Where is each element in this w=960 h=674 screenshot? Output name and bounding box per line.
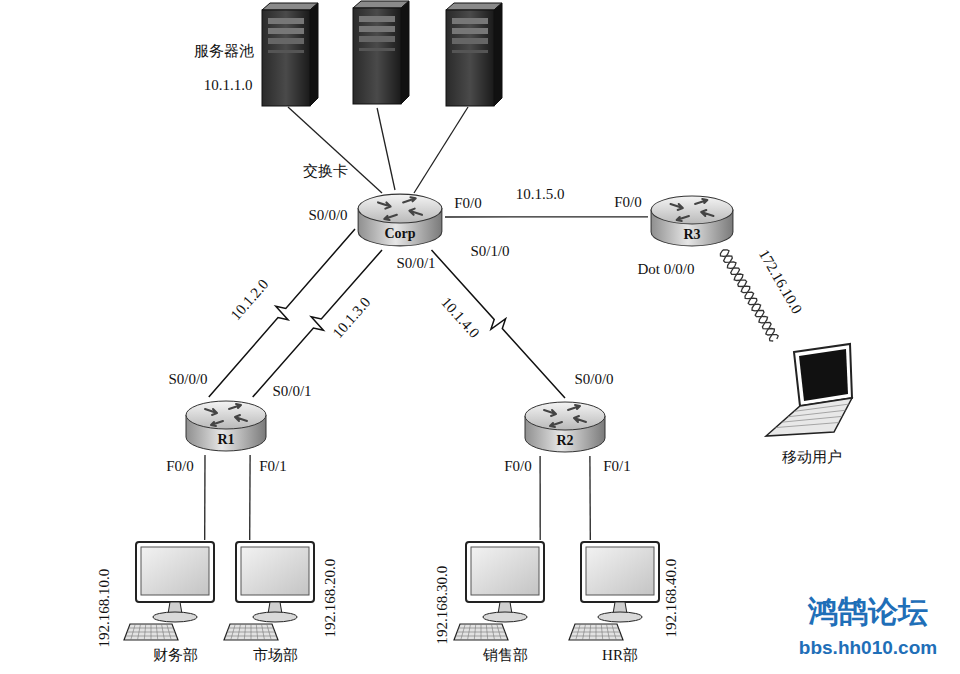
- ethernet-link: [249, 455, 250, 540]
- ethernet-link: [589, 456, 590, 540]
- router-name: R3: [683, 227, 700, 243]
- server-tower: [353, 1, 409, 104]
- subnet-label: 192.168.30.0: [434, 566, 451, 645]
- subnet-label: 192.168.40.0: [663, 559, 680, 638]
- serial-link: [432, 250, 566, 398]
- network-label: 10.1.3.0: [328, 292, 376, 343]
- device-name: 销售部: [483, 647, 528, 664]
- device-name: 财务部: [153, 647, 198, 664]
- ethernet-link: [204, 455, 205, 540]
- pc: 销售部: [450, 540, 560, 668]
- pool-label: 服务器池: [194, 43, 254, 60]
- interface-label: S0/1/0: [470, 243, 509, 260]
- subnet-label: 192.168.20.0: [322, 559, 339, 638]
- server-tower: [262, 3, 318, 106]
- module-label: 交换卡: [303, 163, 348, 180]
- watermark: 鸿鹄论坛: [808, 595, 928, 630]
- laptop: 移动用户: [760, 340, 860, 470]
- server-link: [288, 107, 382, 193]
- interface-label: F0/1: [259, 458, 287, 475]
- pool-label: 10.1.1.0: [204, 77, 253, 94]
- router: R2: [522, 398, 608, 456]
- pc: 财务部: [120, 540, 230, 668]
- device-name: 移动用户: [782, 449, 842, 466]
- router-name: R1: [217, 432, 234, 448]
- network-label: 172.16.10.0: [754, 245, 807, 319]
- interface-label: F0/0: [614, 194, 642, 211]
- interface-label: F0/0: [504, 458, 532, 475]
- interface-label: S0/0/1: [396, 255, 435, 272]
- server-link: [414, 107, 468, 193]
- router: R1: [183, 397, 269, 455]
- router: Corp: [355, 190, 445, 250]
- server-pool: 服务器池 10.1.1.0: [188, 0, 518, 108]
- network-label: 10.1.5.0: [514, 186, 567, 203]
- interface-label: F0/0: [166, 458, 194, 475]
- interface-label: Dot 0/0/0: [637, 261, 694, 278]
- watermark: bbs.hh010.com: [799, 637, 937, 659]
- router: R3: [648, 192, 736, 250]
- ethernet-link: [377, 108, 395, 190]
- interface-label: S0/0/0: [168, 371, 207, 388]
- pc: HR部: [565, 540, 675, 668]
- interface-label: F0/1: [603, 458, 631, 475]
- interface-label: S0/0/1: [272, 383, 311, 400]
- interface-label: S0/0/0: [308, 207, 347, 224]
- router-name: Corp: [384, 226, 415, 242]
- device-name: 市场部: [253, 647, 298, 664]
- interface-label: S0/0/0: [574, 371, 613, 388]
- pc: 市场部: [220, 540, 330, 668]
- serial-link: [209, 229, 355, 397]
- serial-link: [253, 250, 382, 397]
- network-label: 10.1.2.0: [226, 274, 274, 325]
- server-tower: [446, 3, 502, 106]
- router-icon: [355, 190, 445, 250]
- device-name: HR部: [602, 647, 638, 664]
- interface-label: F0/0: [454, 195, 482, 212]
- ethernet-link: [540, 456, 541, 540]
- subnet-label: 192.168.10.0: [96, 569, 113, 648]
- ethernet-link: [445, 216, 648, 217]
- router-name: R2: [556, 433, 573, 449]
